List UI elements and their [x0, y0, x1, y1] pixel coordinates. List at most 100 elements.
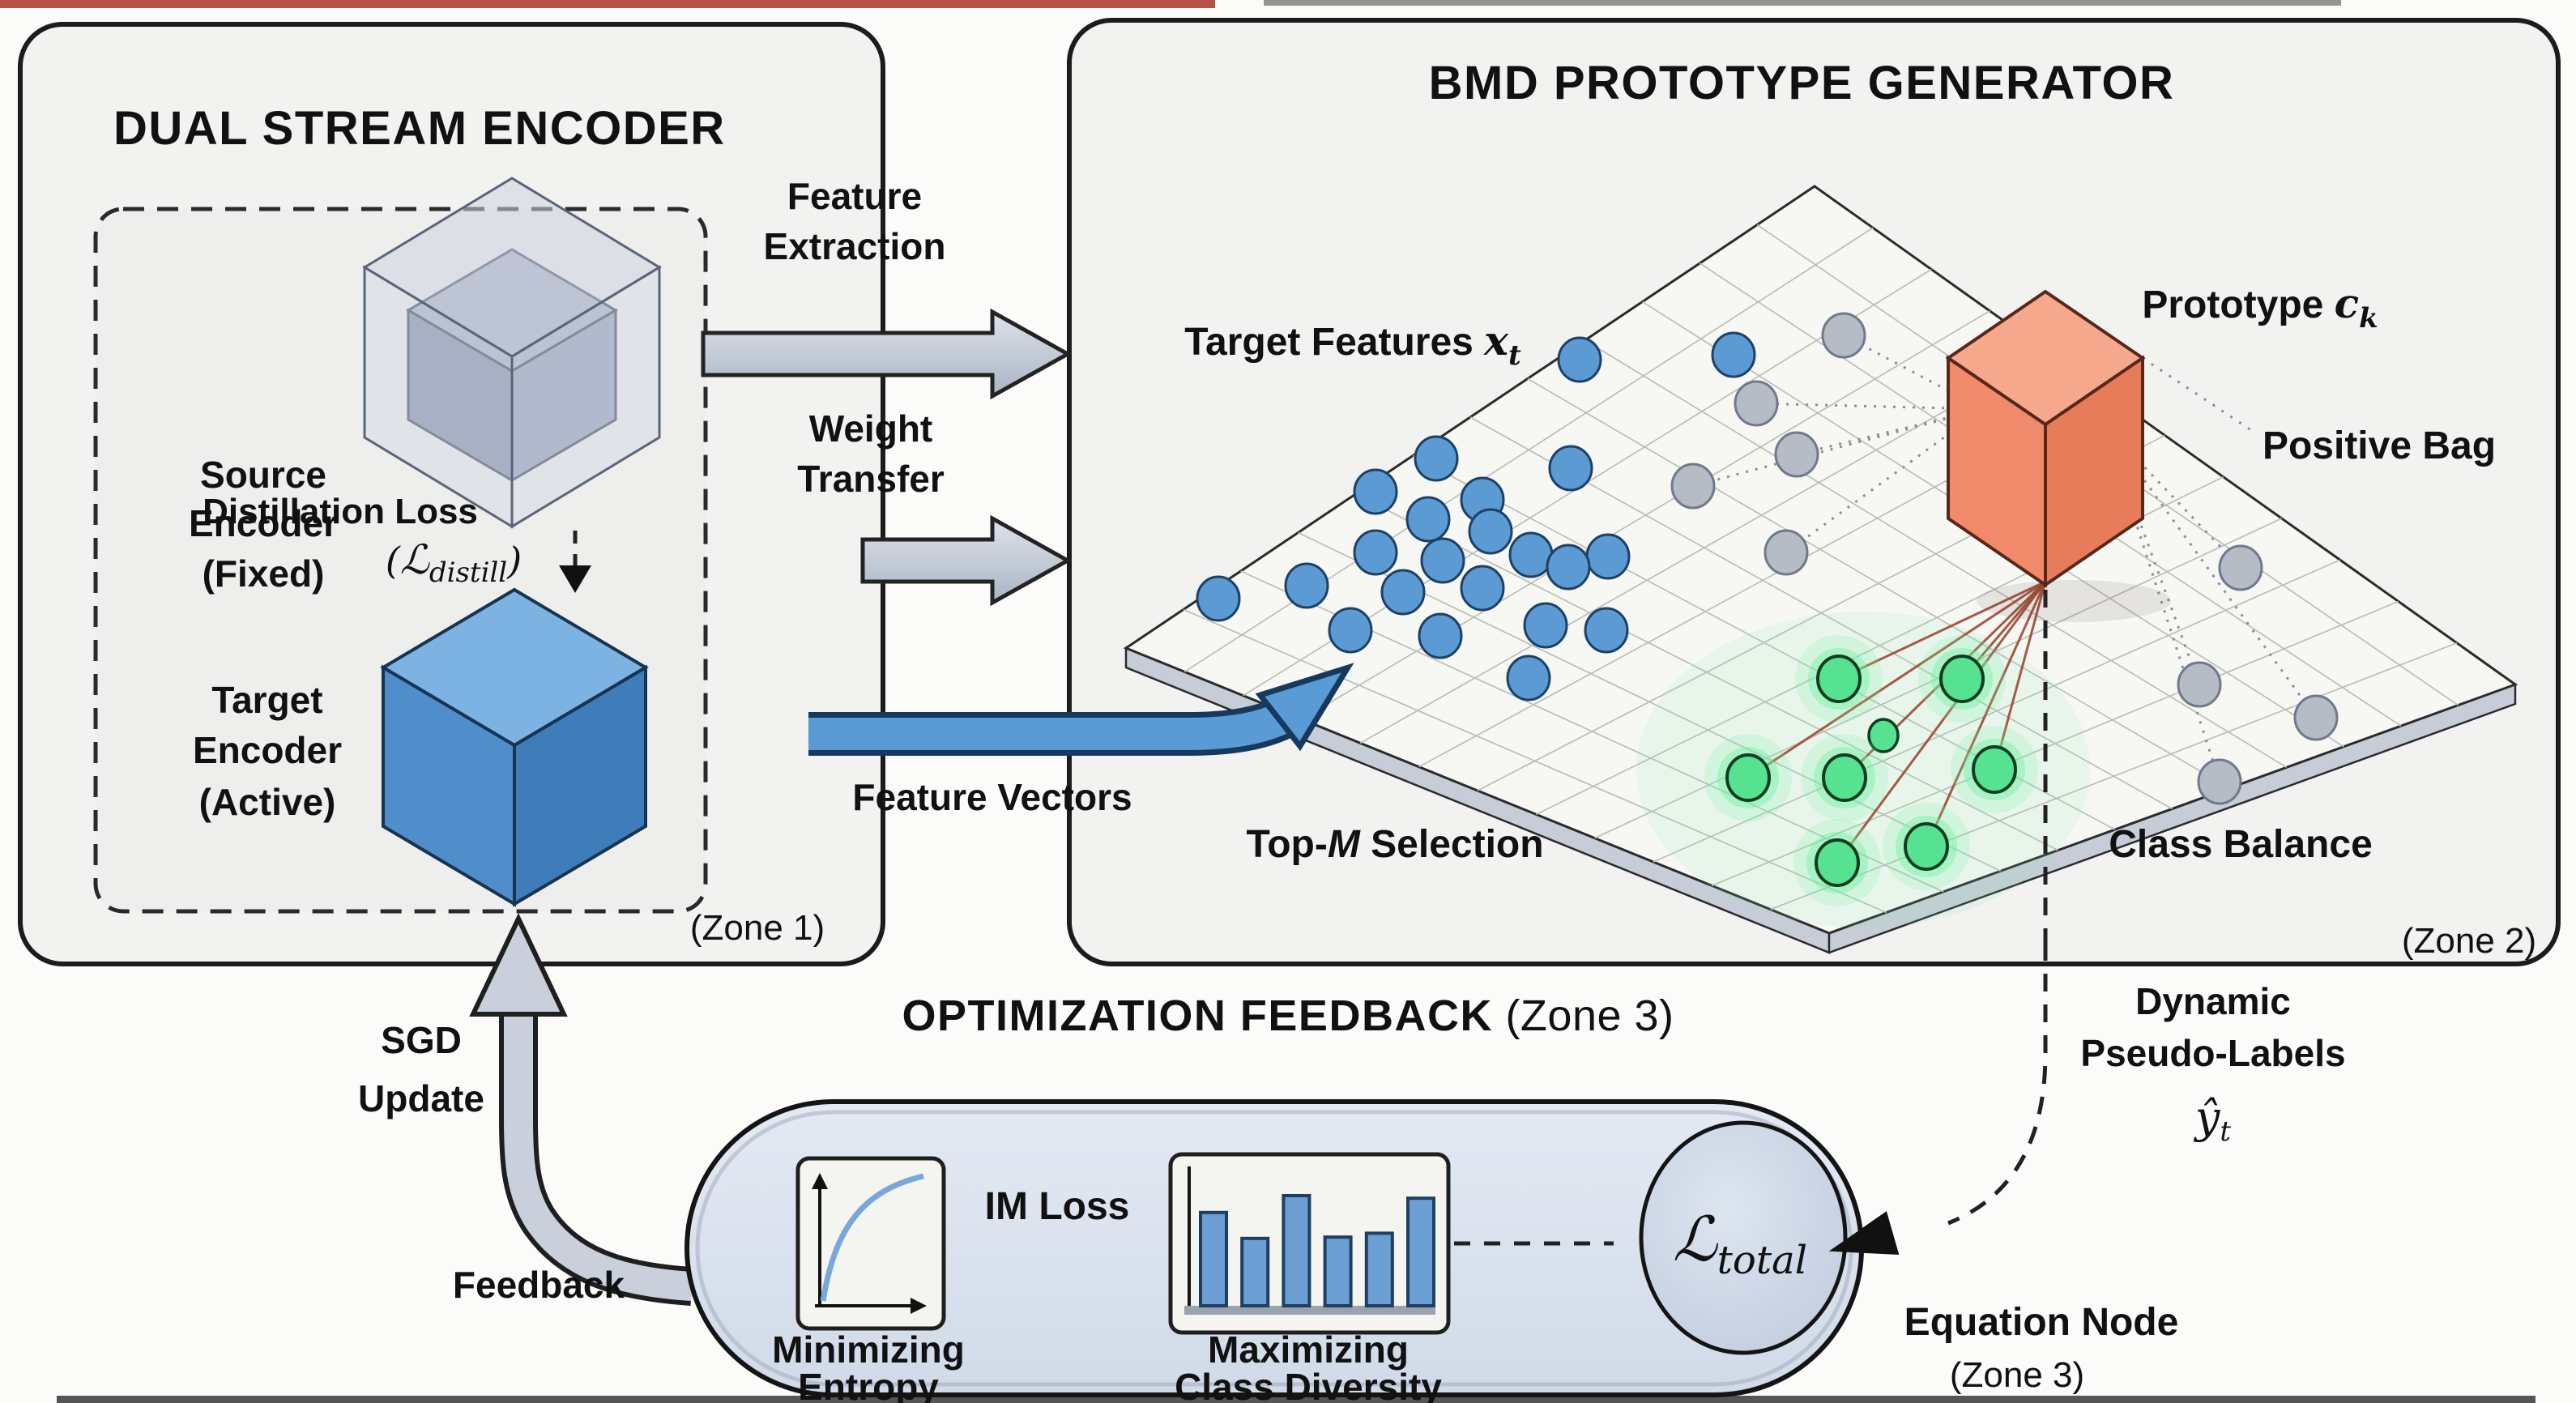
- target-feature-dot: [1468, 508, 1513, 555]
- loss-total-node: [1639, 1120, 1848, 1355]
- unselected-feature-dot: [1764, 529, 1809, 576]
- entropy-y-arrow-icon: [812, 1173, 828, 1189]
- feature-vectors-arrow: Feature Vectors: [808, 663, 1354, 818]
- feature-extraction-label-1: Feature: [787, 175, 922, 217]
- diversity-bar: [1199, 1210, 1228, 1308]
- positive-bag-dot: [1816, 655, 1862, 703]
- unselected-feature-dot: [1670, 463, 1716, 510]
- feedback-label: Feedback: [453, 1264, 625, 1306]
- im-loss-label: IM Loss: [985, 1185, 1130, 1228]
- top-m-selection-label: Top-M Selection: [1246, 823, 1543, 866]
- positive-bag-dot: [1815, 838, 1860, 887]
- feature-vectors-label: Feature Vectors: [852, 776, 1132, 818]
- distillation-loss-math: (ℒdistill): [386, 536, 522, 589]
- positive-bag-dot-small: [1867, 718, 1900, 753]
- weight-transfer-label-2: Transfer: [797, 458, 945, 500]
- target-feature-dot: [1380, 569, 1426, 616]
- target-feature-dot: [1557, 336, 1602, 383]
- gray-dot-connector: [2103, 424, 2242, 569]
- sgd-label-1: SGD: [381, 1019, 462, 1061]
- target-feature-dot: [1460, 565, 1505, 612]
- positive-bag-dot: [1904, 822, 1949, 871]
- target-cube-right: [513, 664, 647, 907]
- diversity-bar: [1240, 1236, 1270, 1308]
- maximizing-label-1: Maximizing: [1208, 1328, 1409, 1371]
- target-feature-dots: [1196, 331, 1756, 702]
- sgd-arrowhead-icon: [469, 913, 568, 1017]
- diversity-bars: [1199, 1194, 1435, 1308]
- unselected-feature-dot: [2197, 758, 2242, 805]
- zone1-label: (Zone 1): [690, 908, 825, 948]
- equation-node-label: Equation Node: [1904, 1301, 2179, 1344]
- target-feature-dot: [1418, 612, 1463, 659]
- weight-transfer-arrow-icon: [860, 514, 1073, 607]
- diversity-bar: [1406, 1196, 1435, 1307]
- minimizing-label-1: Minimizing: [772, 1328, 965, 1371]
- target-feature-dot: [1420, 537, 1465, 584]
- target-feature-dot: [1506, 655, 1551, 702]
- prototype-assignment-line: [1747, 580, 2046, 779]
- unselected-feature-dot: [2177, 661, 2222, 708]
- loss-total-label: ℒtotal: [1673, 1203, 1807, 1283]
- target-feature-dot: [1508, 531, 1554, 578]
- diversity-bar: [1282, 1194, 1311, 1307]
- prototype-cube-right: [2044, 355, 2144, 588]
- distillation-loss-label: Distillation Loss: [203, 492, 478, 531]
- target-encoder-cube-icon: [380, 587, 649, 907]
- source-encoder-label-2: Encoder: [189, 502, 338, 544]
- weight-transfer-label-1: Weight: [809, 407, 932, 450]
- sgd-update-arrow: SGD Update Feedback: [358, 913, 693, 1306]
- top-dark-edge: [1264, 0, 2341, 6]
- target-feature-dot: [1196, 575, 1241, 622]
- dynamic-pseudo-labels-2: Pseudo-Labels: [2080, 1032, 2345, 1074]
- positive-bag-dot: [1972, 745, 2017, 794]
- target-feature-dot: [1284, 562, 1329, 609]
- target-encoder-label-1: Target: [211, 679, 322, 721]
- maximizing-label-2: Class Diversity: [1175, 1366, 1442, 1403]
- sgd-tube: [504, 1014, 693, 1301]
- outer-cube-right: [510, 265, 661, 529]
- feature-extraction-label-2: Extraction: [764, 225, 946, 267]
- target-feature-dot: [1328, 607, 1373, 654]
- distillation-arrowhead-icon: [559, 565, 591, 593]
- target-features-label: Target Features xt: [1184, 317, 1521, 372]
- sgd-label-2: Update: [358, 1077, 484, 1119]
- bottom-dark-edge: [57, 1396, 2535, 1403]
- target-feature-dot: [1546, 544, 1591, 591]
- optimization-feedback-module: OPTIMIZATION FEEDBACK (Zone 3) IM Loss M…: [685, 943, 2346, 1403]
- gray-dot-connector: [1692, 407, 1984, 488]
- unselected-feature-dot: [2218, 544, 2263, 591]
- target-feature-dot: [1353, 529, 1398, 576]
- transfer-arrows: Feature Extraction Weight Transfer: [701, 175, 1073, 607]
- prototype-cube-icon: [1945, 289, 2171, 622]
- unselected-feature-dot: [1821, 312, 1866, 359]
- bar-chart-icon: [1168, 1152, 1451, 1335]
- yhat-label: ŷt: [2194, 1092, 2232, 1148]
- target-feature-dot: [1548, 445, 1593, 492]
- unselected-feature-dot: [2293, 694, 2339, 741]
- equation-node-zone-label: (Zone 3): [1950, 1355, 2084, 1395]
- top-red-edge: [0, 0, 1215, 8]
- target-encoder-label-3: (Active): [199, 781, 336, 823]
- prototype-assignment-line: [1993, 581, 2047, 770]
- feature-extraction-arrow-icon: [701, 308, 1073, 400]
- zone3-title: OPTIMIZATION FEEDBACK (Zone 3): [902, 991, 1674, 1040]
- unselected-feature-dot: [1774, 431, 1819, 478]
- prototype-assignment-line: [1836, 581, 2047, 864]
- gray-dot-connector: [1843, 334, 1984, 411]
- source-encoder-label-1: Source: [200, 454, 326, 496]
- zone2-title: BMD PROTOTYPE GENERATOR: [1429, 57, 2175, 109]
- pseudo-label-arrowhead-icon: [1828, 1211, 1900, 1255]
- target-encoder-label-2: Encoder: [193, 729, 342, 771]
- entropy-chart-frame: [795, 1156, 946, 1331]
- grid-line: [1183, 608, 1887, 914]
- positive-bag-pointer: [2142, 356, 2257, 435]
- unselected-feature-dot: [1734, 380, 1779, 427]
- diversity-bar: [1323, 1235, 1353, 1307]
- entropy-curve: [820, 1173, 924, 1302]
- prototype-shadow: [1977, 580, 2171, 622]
- positive-bag-dot: [1725, 753, 1771, 802]
- grid-line: [1770, 642, 2458, 910]
